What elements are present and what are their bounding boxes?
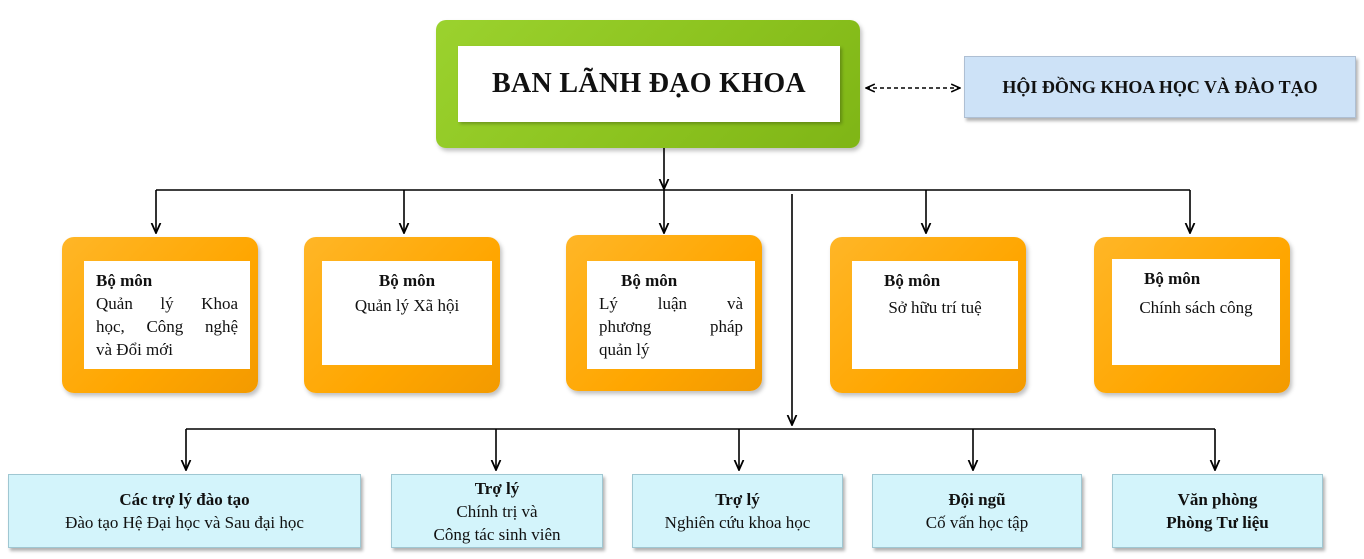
department-box-4: Bộ môn Sở hữu trí tuệ — [830, 237, 1026, 393]
department-box-1: Bộ môn Quản lý Khoa học, Công nghệ và Đổ… — [62, 237, 258, 393]
department-card-2: Bộ môn Quản lý Xã hội — [322, 261, 492, 365]
unit-box-training-assistants: Các trợ lý đào tạo Đào tạo Hệ Đại học và… — [8, 474, 361, 548]
department-name: Sở hữu trí tuệ — [888, 298, 982, 317]
unit-description: Công tác sinh viên — [433, 524, 561, 544]
department-title: Bộ môn — [96, 271, 153, 290]
department-box-5: Bộ môn Chính sách công — [1094, 237, 1290, 393]
department-title: Bộ môn — [884, 271, 941, 290]
department-card-1: Bộ môn Quản lý Khoa học, Công nghệ và Đổ… — [84, 261, 250, 369]
unit-title: Văn phòng — [1177, 490, 1258, 509]
department-name-line: Quản lý Khoa — [96, 294, 238, 313]
unit-description: Nghiên cứu khoa học — [664, 513, 811, 532]
unit-box-office: Văn phòng Phòng Tư liệu — [1112, 474, 1323, 548]
unit-box-student-affairs-assistant: Trợ lý Chính trị và Công tác sinh viên — [391, 474, 603, 548]
department-name-line: phương pháp — [599, 317, 743, 336]
department-name-line: và Đổi mới — [96, 340, 173, 359]
leadership-box: BAN LÃNH ĐẠO KHOA — [436, 20, 860, 148]
unit-description: Đào tạo Hệ Đại học và Sau đại học — [65, 513, 304, 532]
department-name-line: quản lý — [599, 340, 650, 359]
department-name: Lý luận và phương pháp quản lý — [599, 292, 743, 361]
department-card-3: Bộ môn Lý luận và phương pháp quản lý — [587, 261, 755, 369]
unit-title: Các trợ lý đào tạo — [119, 490, 250, 509]
unit-description: Chính trị và — [456, 501, 538, 521]
department-title: Bộ môn — [621, 271, 678, 290]
unit-title: Trợ lý — [715, 490, 760, 509]
council-label: HỘI ĐỒNG KHOA HỌC VÀ ĐÀO TẠO — [1002, 76, 1318, 97]
department-card-5: Bộ môn Chính sách công — [1112, 259, 1280, 365]
department-box-2: Bộ môn Quản lý Xã hội — [304, 237, 500, 393]
department-name: Chính sách công — [1139, 298, 1253, 317]
leadership-label: BAN LÃNH ĐẠO KHOA — [458, 46, 840, 122]
unit-description: Phòng Tư liệu — [1166, 513, 1269, 532]
department-title: Bộ môn — [1144, 269, 1201, 288]
department-name-line: học, Công nghệ — [96, 317, 238, 336]
unit-title: Đội ngũ — [948, 490, 1006, 509]
unit-description: Cố vấn học tập — [925, 513, 1029, 532]
unit-title: Trợ lý — [474, 478, 520, 498]
department-title: Bộ môn — [378, 271, 436, 290]
council-box: HỘI ĐỒNG KHOA HỌC VÀ ĐÀO TẠO — [964, 56, 1356, 118]
department-name: Quản lý Xã hội — [354, 296, 460, 315]
unit-box-research-assistant: Trợ lý Nghiên cứu khoa học — [632, 474, 843, 548]
department-box-3: Bộ môn Lý luận và phương pháp quản lý — [566, 235, 762, 391]
department-name-line: Lý luận và — [599, 294, 743, 313]
department-card-4: Bộ môn Sở hữu trí tuệ — [852, 261, 1018, 369]
unit-box-academic-advisors: Đội ngũ Cố vấn học tập — [872, 474, 1082, 548]
department-name: Quản lý Khoa học, Công nghệ và Đổi mới — [96, 292, 238, 361]
